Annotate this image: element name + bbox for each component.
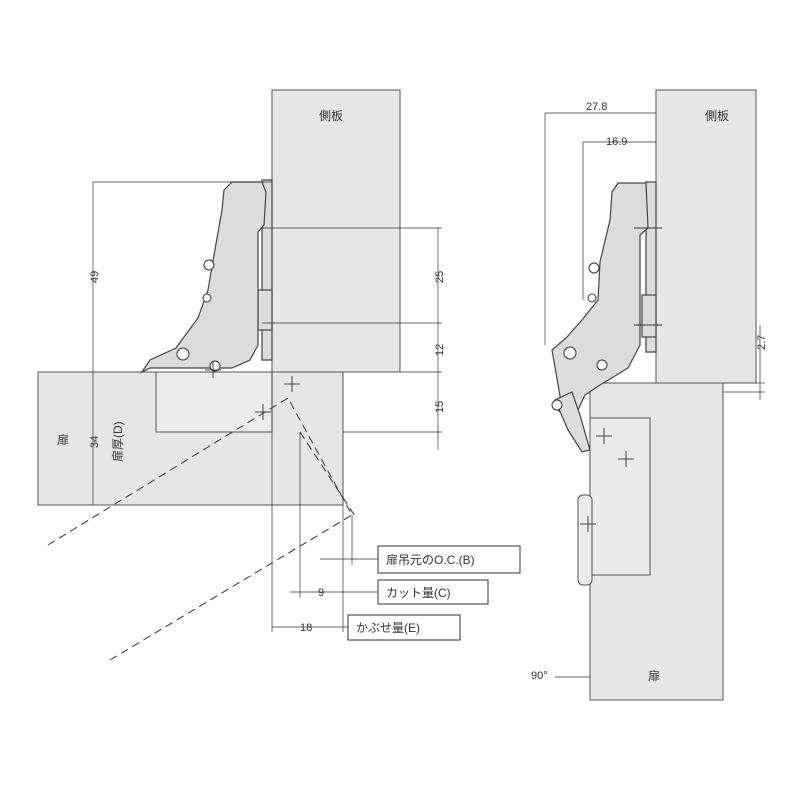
right-dim-gap: 2.7 [756,335,768,350]
right-cup [589,417,651,576]
left-screw-3 [176,347,190,361]
left-dim-18: 18 [300,622,312,634]
left-dim-25: 25 [434,271,446,283]
callout-oc-box [377,545,521,574]
left-dim-49: 49 [89,271,101,283]
left-screw-1 [203,259,215,271]
left-hinge-arm [140,181,267,374]
right-dim-27: 27.8 [586,101,607,113]
right-dim-16: 16.9 [606,136,627,148]
left-screw-4 [209,360,221,372]
right-cup-lip [577,494,593,586]
callout-cut-text: カット量(C) [386,586,451,600]
left-side-panel [271,89,401,373]
right-side-panel-label: 側板 [705,109,729,123]
left-dim-12: 12 [434,344,446,356]
callout-oc-text: 扉吊元のO.C.(B) [386,553,475,567]
callout-overlay-text: かぶせ量(E) [356,621,420,635]
right-side-panel [655,89,757,384]
callout-overlay-box [347,614,461,641]
left-plate-tab [257,289,273,331]
left-dim-34: 34 [89,436,101,448]
left-dim-9: 9 [318,587,324,599]
left-screw-2 [202,293,212,303]
right-angle: 90° [531,670,548,682]
right-screw-2 [587,293,597,303]
right-screw-5 [551,399,563,411]
right-plate-tab [641,294,657,338]
left-rotation-line [299,431,356,517]
left-door-thickness-label: 扉厚(D) [111,421,125,462]
callout-cut-box [377,579,489,605]
right-link-arm [554,391,591,453]
right-door-label: 扉 [648,669,660,683]
right-screw-1 [588,262,600,274]
right-screw-4 [596,359,608,371]
right-cross-marks [580,227,662,532]
left-cross-marks [205,362,300,420]
left-side-panel-label: 側板 [319,109,343,123]
right-mounting-plate [645,181,657,353]
left-dim-15: 15 [434,401,446,413]
left-door-label: 扉 [57,433,69,447]
left-cup-recess [155,371,273,433]
right-screw-3 [563,346,577,360]
